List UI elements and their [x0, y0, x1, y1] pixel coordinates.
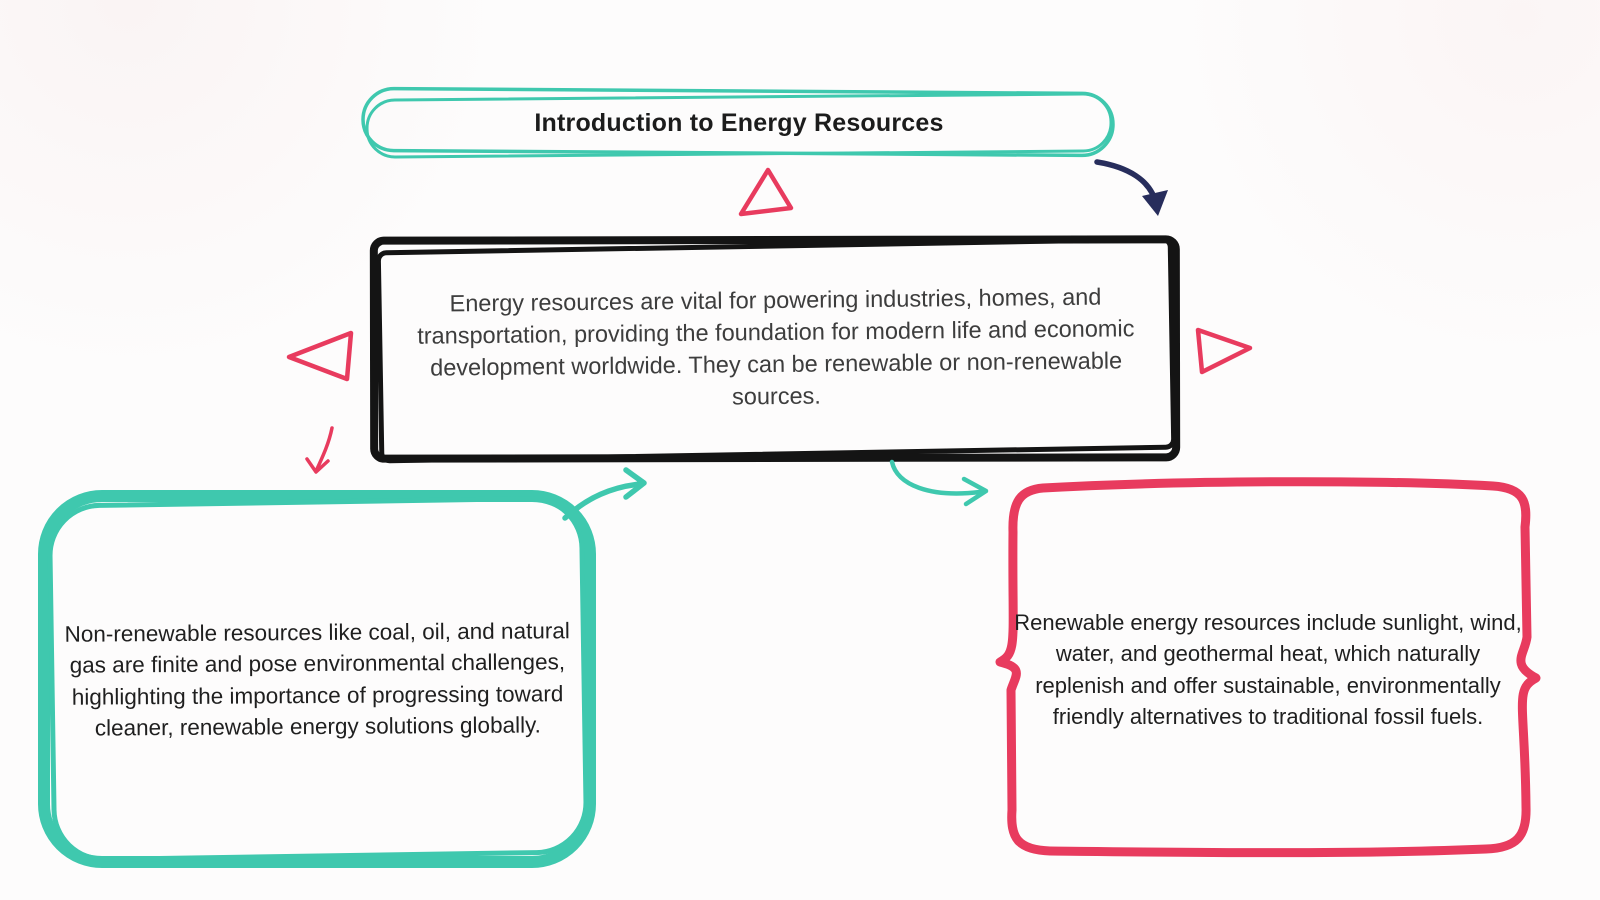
arrow-title-to-overview-icon [1094, 159, 1168, 216]
title-node-label: Introduction to Energy Resources [534, 108, 944, 137]
renewable-node-sketch-border [995, 477, 1541, 858]
triangle-pointer-up-icon [738, 167, 794, 217]
triangle-pointer-left-icon [286, 330, 354, 382]
nonrenewable-node-text: Non-renewable resources like coal, oil, … [64, 617, 570, 741]
triangle-pointer-right-icon [1195, 327, 1253, 375]
renewable-node-text: Renewable energy resources include sunli… [1014, 610, 1522, 729]
title-node-sketch-border [361, 86, 1115, 159]
node-nonrenewable: Non-renewable resources like coal, oil, … [29, 480, 607, 879]
node-renewable: Renewable energy resources include sunli… [988, 472, 1548, 867]
arrow-overview-to-nonrenewable-icon [305, 426, 334, 474]
node-title: Introduction to Energy Resources [358, 84, 1120, 162]
node-overview: Energy resources are vital for powering … [361, 224, 1191, 475]
nonrenewable-node-sketch-border [37, 490, 596, 869]
overview-node-text: Energy resources are vital for powering … [417, 283, 1135, 410]
overview-node-sketch-border [369, 235, 1181, 464]
